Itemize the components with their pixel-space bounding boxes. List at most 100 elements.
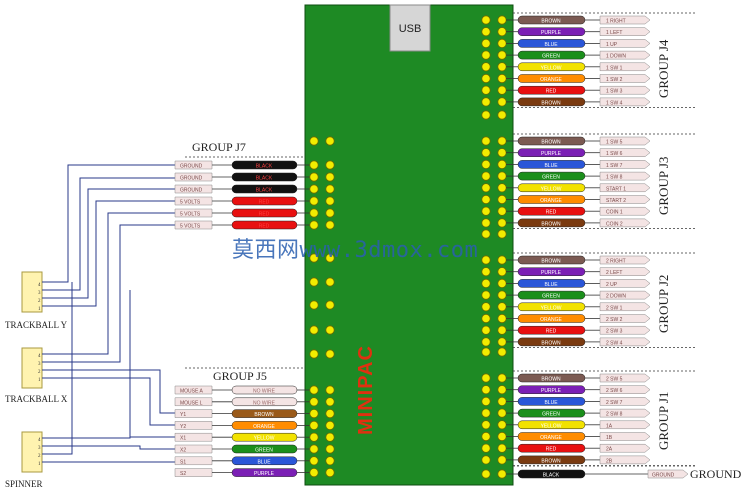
pin-terminal[interactable] [481,347,491,357]
pin-terminal[interactable] [309,397,319,407]
pin-terminal[interactable] [481,443,491,453]
pin-terminal[interactable] [325,432,335,442]
pin-terminal[interactable] [325,196,335,206]
pin-terminal[interactable] [497,136,507,146]
pin-terminal[interactable] [481,267,491,277]
pin-terminal[interactable] [309,349,319,359]
pin-terminal[interactable] [497,183,507,193]
pin-terminal[interactable] [481,194,491,205]
pin-terminal[interactable] [481,385,491,395]
pin-terminal[interactable] [481,313,491,324]
pin-terminal[interactable] [497,218,507,228]
pin-terminal[interactable] [325,385,335,395]
pin-terminal[interactable] [497,455,507,465]
pin-terminal[interactable] [497,110,507,120]
pin-terminal[interactable] [481,171,491,181]
pin-terminal[interactable] [497,148,507,158]
pin-terminal[interactable] [481,148,491,158]
pin-terminal[interactable] [497,443,507,453]
pin-terminal[interactable] [309,456,319,466]
pin-terminal[interactable] [309,160,319,170]
pin-terminal[interactable] [481,278,491,288]
pin-terminal[interactable] [481,469,491,479]
pin-terminal[interactable] [309,220,319,230]
pin-terminal[interactable] [309,300,319,310]
pin-terminal[interactable] [497,97,507,107]
pin-terminal[interactable] [481,218,491,228]
pin-terminal[interactable] [497,278,507,288]
pin-terminal[interactable] [497,290,507,300]
pin-terminal[interactable] [497,337,507,347]
pin-terminal[interactable] [325,220,335,230]
pin-terminal[interactable] [497,50,507,60]
pin-terminal[interactable] [325,277,335,287]
pin-terminal[interactable] [481,97,491,107]
pin-terminal[interactable] [497,194,507,205]
pin-terminal[interactable] [481,302,491,312]
pin-terminal[interactable] [309,196,319,206]
pin-terminal[interactable] [309,385,319,395]
pin-terminal[interactable] [481,408,491,418]
pin-terminal[interactable] [497,373,507,383]
pin-terminal[interactable] [497,62,507,72]
pin-terminal[interactable] [481,15,491,25]
pin-terminal[interactable] [481,255,491,265]
pin-terminal[interactable] [497,385,507,395]
pin-terminal[interactable] [309,172,319,182]
pin-terminal[interactable] [497,313,507,324]
pin-terminal[interactable] [325,444,335,454]
pin-terminal[interactable] [481,38,491,49]
pin-terminal[interactable] [481,27,491,37]
pin-terminal[interactable] [481,183,491,193]
pin-terminal[interactable] [497,255,507,265]
pin-terminal[interactable] [481,455,491,465]
pin-terminal[interactable] [481,229,491,239]
pin-terminal[interactable] [325,160,335,170]
pin-terminal[interactable] [325,408,335,419]
pin-terminal[interactable] [309,408,319,419]
pin-terminal[interactable] [309,444,319,454]
pin-terminal[interactable] [497,27,507,37]
pin-terminal[interactable] [497,85,507,95]
pin-terminal[interactable] [309,277,319,287]
pin-terminal[interactable] [325,172,335,182]
pin-terminal[interactable] [309,136,319,146]
pin-terminal[interactable] [497,347,507,357]
pin-terminal[interactable] [497,15,507,25]
pin-terminal[interactable] [497,431,507,442]
pin-terminal[interactable] [325,467,335,478]
pin-terminal[interactable] [481,325,491,335]
pin-terminal[interactable] [497,396,507,406]
pin-terminal[interactable] [497,73,507,84]
pin-terminal[interactable] [481,431,491,442]
pin-terminal[interactable] [309,184,319,194]
pin-terminal[interactable] [325,349,335,359]
pin-terminal[interactable] [481,110,491,120]
pin-terminal[interactable] [481,396,491,406]
pin-terminal[interactable] [481,136,491,146]
pin-terminal[interactable] [481,373,491,383]
pin-terminal[interactable] [481,85,491,95]
pin-terminal[interactable] [325,184,335,194]
pin-terminal[interactable] [497,267,507,277]
pin-terminal[interactable] [325,397,335,407]
pin-terminal[interactable] [309,467,319,478]
pin-terminal[interactable] [309,432,319,442]
pin-terminal[interactable] [481,159,491,169]
pin-terminal[interactable] [309,208,319,218]
pin-terminal[interactable] [325,300,335,310]
pin-terminal[interactable] [481,206,491,216]
pin-terminal[interactable] [325,253,335,263]
usb-port[interactable] [389,4,431,52]
pin-terminal[interactable] [481,50,491,60]
pin-terminal[interactable] [481,420,491,430]
pin-terminal[interactable] [309,325,319,335]
pin-terminal[interactable] [497,229,507,239]
pin-terminal[interactable] [481,337,491,347]
pin-terminal[interactable] [309,253,319,263]
pin-terminal[interactable] [497,408,507,418]
pin-terminal[interactable] [325,456,335,466]
pin-terminal[interactable] [497,469,507,479]
pin-terminal[interactable] [497,159,507,169]
pin-terminal[interactable] [481,290,491,300]
